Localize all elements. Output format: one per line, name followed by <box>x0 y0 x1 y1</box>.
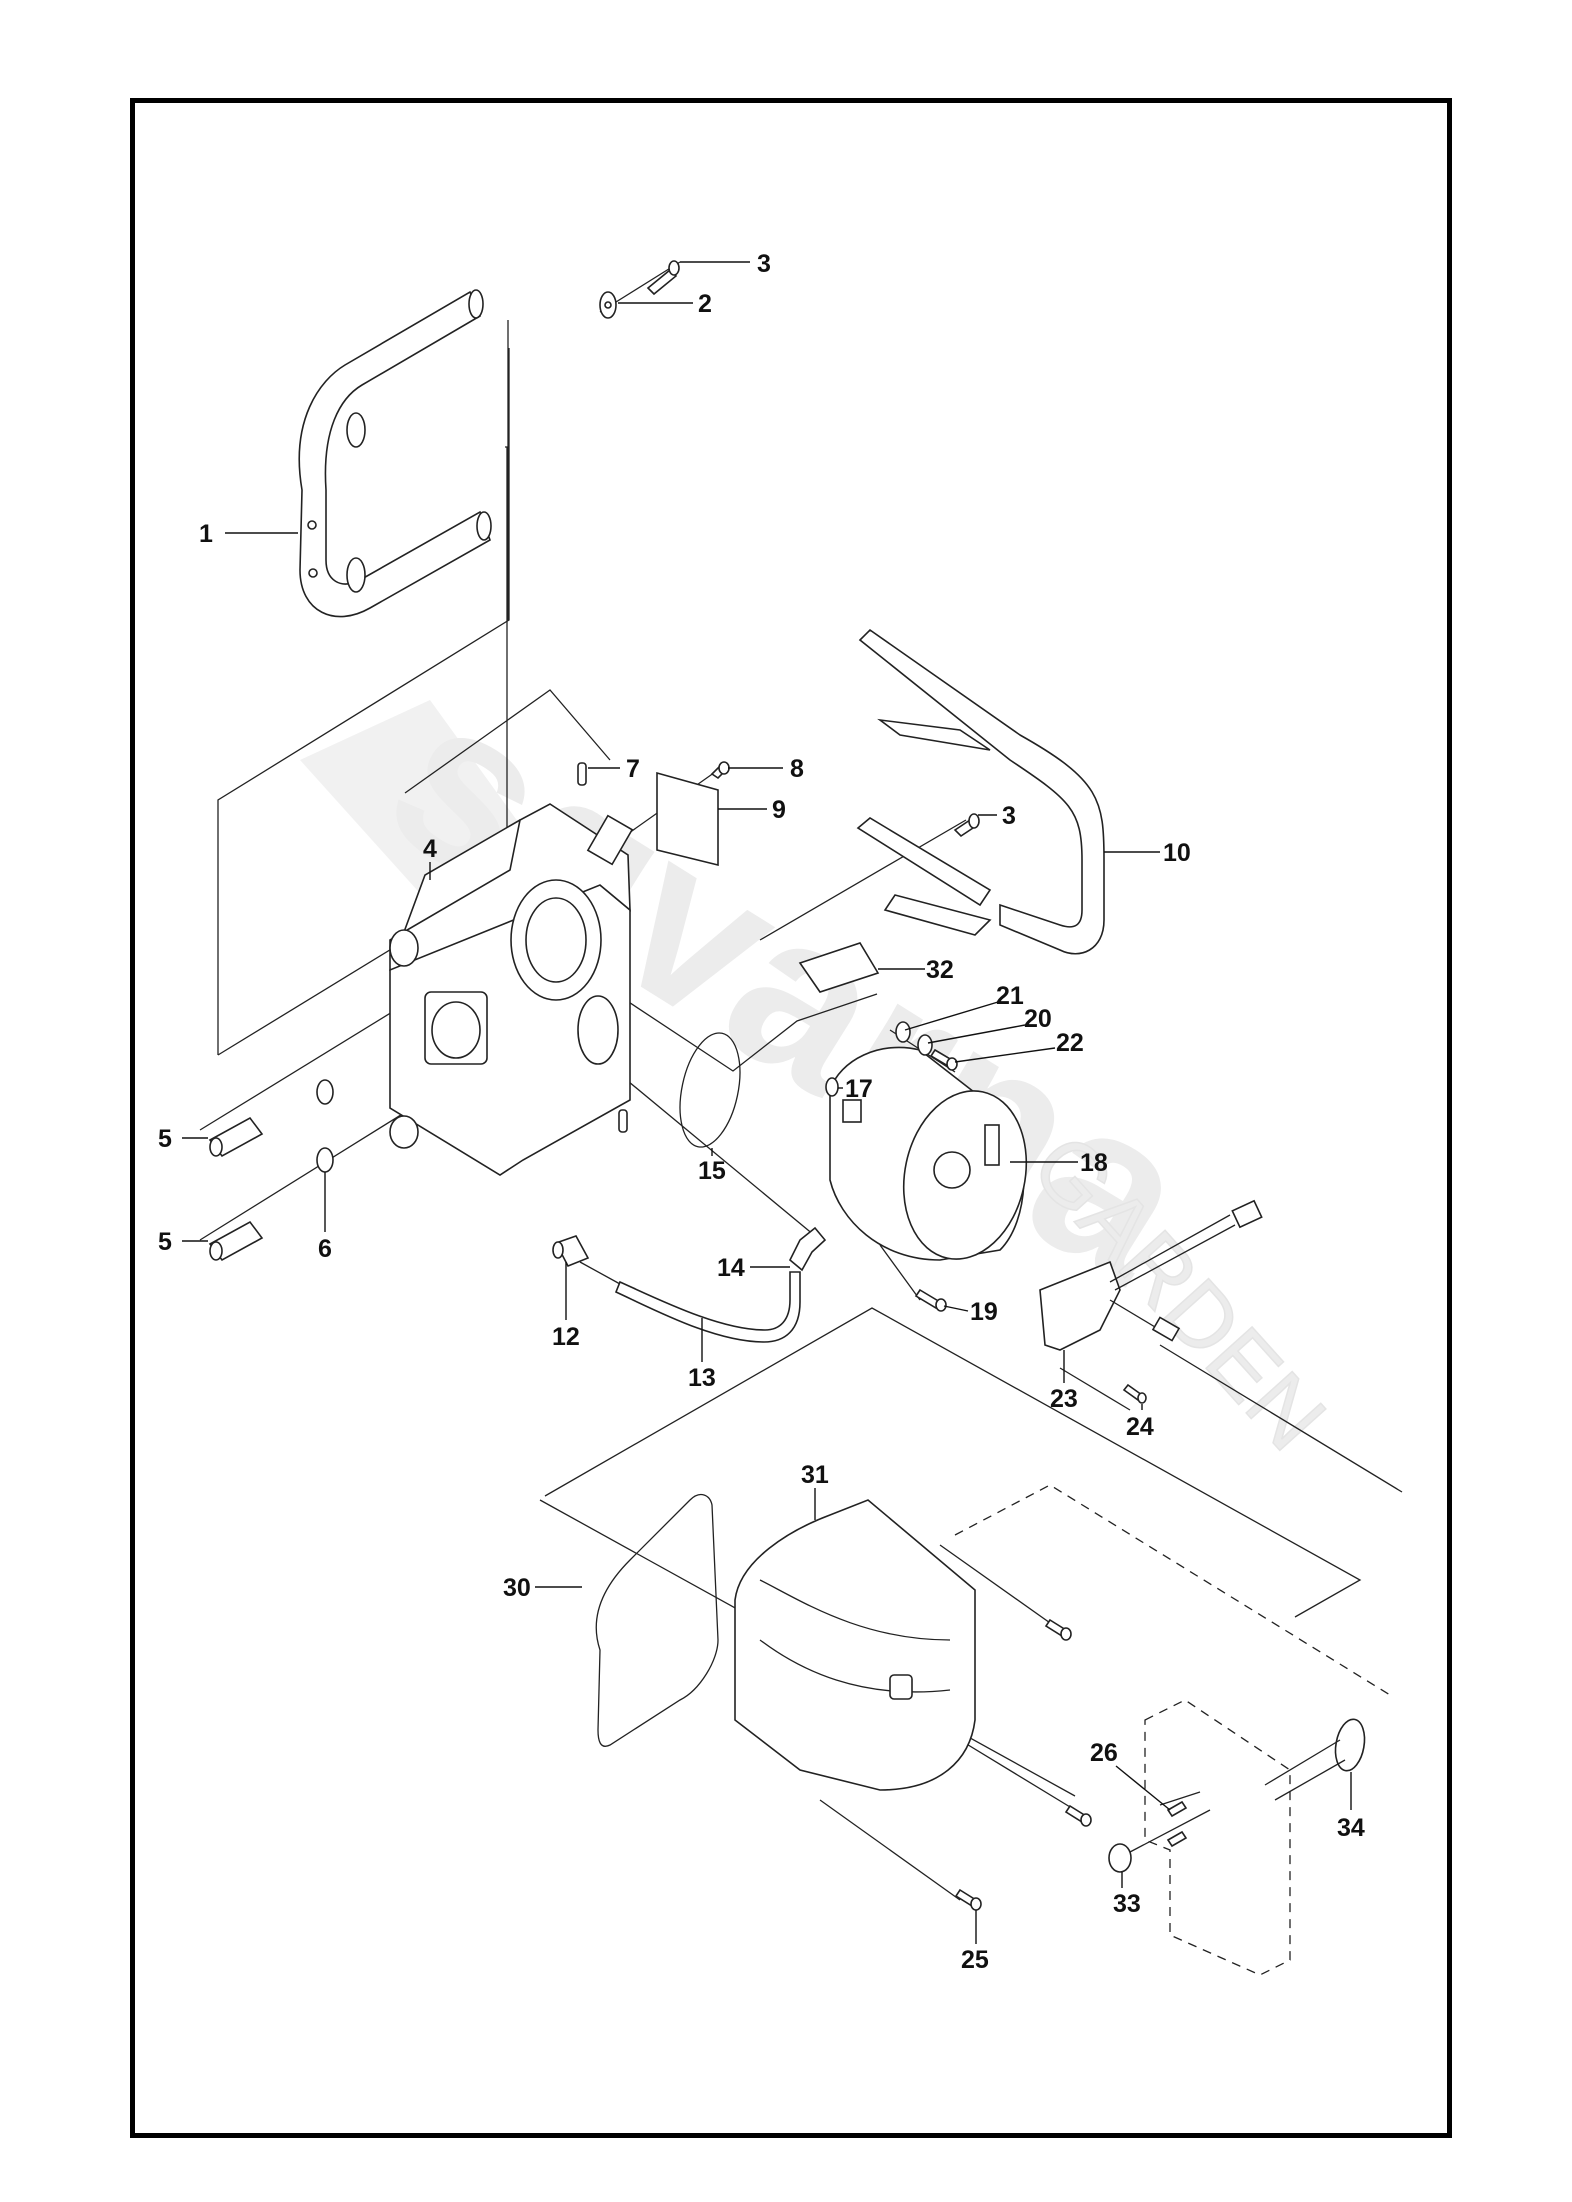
part-seal-washer-lower <box>316 1147 334 1173</box>
part-pin-top <box>577 762 587 786</box>
callout-22: 22 <box>1056 1029 1084 1057</box>
part-washer-17 <box>825 1077 839 1097</box>
part-screw-8 <box>710 761 730 780</box>
part-plug-33 <box>1108 1809 1211 1873</box>
callout-14: 14 <box>717 1254 745 1282</box>
callout-leaders <box>182 261 1352 1944</box>
callout-20: 20 <box>1024 1005 1052 1033</box>
callout-labels: 3 2 1 7 8 9 3 10 4 32 21 20 22 17 18 15 … <box>158 250 1365 1974</box>
callout-1: 1 <box>199 520 213 548</box>
callout-17: 17 <box>845 1075 873 1103</box>
line-cover-screw-lower <box>959 1739 1076 1811</box>
plane-handle-bracket <box>404 689 611 794</box>
callout-6: 6 <box>318 1235 332 1263</box>
part-screw-3-mid <box>953 813 980 838</box>
callout-12: 12 <box>552 1323 580 1351</box>
callout-5-upper: 5 <box>158 1125 172 1153</box>
part-motor-18 <box>829 1046 1028 1261</box>
part-screw-19 <box>914 1288 947 1312</box>
part-washer-20 <box>917 1034 933 1056</box>
line-board-24 <box>1059 1367 1131 1411</box>
callout-7: 7 <box>626 755 640 783</box>
callout-23: 23 <box>1050 1385 1078 1413</box>
part-grease-tube-32 <box>798 942 880 993</box>
part-cover-31 <box>734 1499 976 1791</box>
callout-33: 33 <box>1113 1890 1141 1918</box>
part-cable-gland-34 <box>1264 1718 1366 1801</box>
plane-board <box>1159 1344 1403 1493</box>
callout-10: 10 <box>1163 839 1191 867</box>
part-pump-housing <box>389 803 634 1176</box>
part-washer-21 <box>895 1021 911 1043</box>
callout-31: 31 <box>801 1461 829 1489</box>
diagram-frame <box>130 98 1452 2138</box>
line-cover-screw-upper <box>939 1544 1061 1631</box>
callout-26: 26 <box>1090 1739 1118 1767</box>
callout-32: 32 <box>926 956 954 984</box>
line-cover-screw-25 <box>819 1799 961 1901</box>
callout-25: 25 <box>961 1946 989 1974</box>
part-screw-22 <box>929 1048 958 1071</box>
part-elbow-14 <box>789 1226 827 1272</box>
callout-15: 15 <box>698 1157 726 1185</box>
part-gasket-30 <box>595 1493 719 1747</box>
plane-left <box>217 348 510 1055</box>
callout-9: 9 <box>772 796 786 824</box>
part-screw-25 <box>954 1888 982 1911</box>
part-screw-26 <box>1166 1800 1188 1848</box>
callout-30: 30 <box>503 1574 531 1602</box>
line-hose-12 <box>579 1261 621 1285</box>
part-o-ring-15 <box>679 1032 741 1148</box>
plane-cover <box>544 1307 1362 1618</box>
callout-3-top: 3 <box>757 250 771 278</box>
part-screw-3-top <box>646 260 680 296</box>
plane-grease <box>602 984 878 1072</box>
callout-3-mid: 3 <box>1002 802 1016 830</box>
dashed-bracket-line <box>954 1484 1391 1696</box>
line-screw-3-mid <box>759 819 967 941</box>
part-nipple-lower <box>208 1220 264 1262</box>
callout-5-lower: 5 <box>158 1228 172 1256</box>
part-frame-handle <box>856 628 1105 955</box>
part-plate-9 <box>656 771 719 867</box>
part-cover-screw-lower <box>1064 1804 1092 1827</box>
callout-4: 4 <box>423 835 437 863</box>
part-handle <box>298 289 492 618</box>
part-washer-2 <box>599 291 617 319</box>
part-seal-washer-upper <box>316 1079 334 1105</box>
part-control-board-23 <box>1039 1199 1263 1351</box>
callout-13: 13 <box>688 1364 716 1392</box>
part-cover-screw-upper <box>1044 1618 1072 1641</box>
part-hose-13 <box>614 1271 801 1343</box>
callout-21: 21 <box>996 982 1024 1010</box>
line-screw-19 <box>879 1244 921 1301</box>
part-screw-24 <box>1122 1383 1147 1404</box>
callout-34: 34 <box>1337 1814 1365 1842</box>
callout-18: 18 <box>1080 1149 1108 1177</box>
callout-2: 2 <box>698 290 712 318</box>
part-connector-12 <box>552 1235 590 1268</box>
callout-24: 24 <box>1126 1413 1154 1441</box>
part-bracket <box>1144 1699 1291 1976</box>
callout-19: 19 <box>970 1298 998 1326</box>
callout-8: 8 <box>790 755 804 783</box>
part-pin-bottom <box>618 1109 628 1133</box>
line-bracket-26 <box>1159 1791 1201 1806</box>
part-nipple-upper <box>208 1116 264 1158</box>
